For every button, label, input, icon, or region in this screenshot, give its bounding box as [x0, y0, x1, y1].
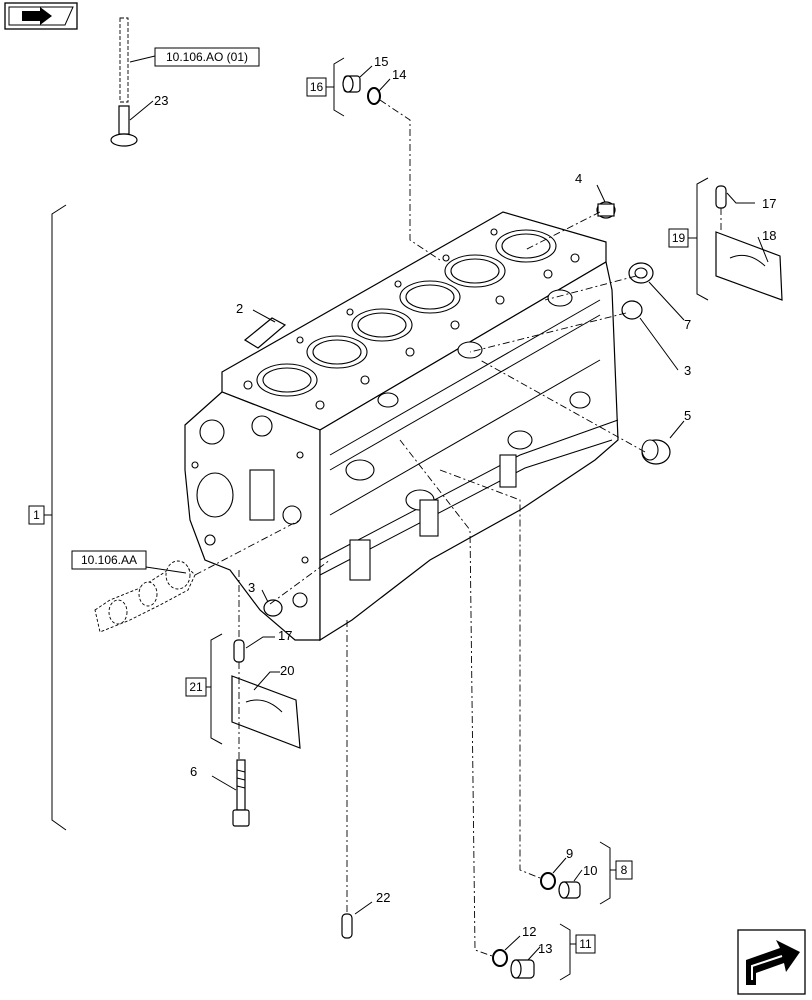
plug-3-right: [621, 300, 643, 320]
ref-box-10-106-ao[interactable]: 10.106.AO (01): [154, 47, 260, 67]
seal-ring-12: [492, 949, 508, 967]
callout-13: 13: [538, 941, 552, 956]
ref-label-crankshaft: 10.106.AA: [81, 553, 137, 567]
dowel-17-upper: [715, 185, 727, 209]
callout-15: 15: [374, 54, 388, 69]
dowel-22: [341, 913, 353, 939]
callout-12: 12: [522, 924, 536, 939]
group-label-19: 19: [672, 231, 686, 245]
plug-10: [558, 881, 581, 899]
bearing-cap-20: [231, 675, 301, 749]
dowel-17-lower: [233, 639, 245, 663]
callout-22: 22: [376, 890, 390, 905]
callout-17-lower: 17: [278, 628, 292, 643]
group-label-16: 16: [310, 80, 324, 94]
callout-18: 18: [762, 228, 776, 243]
group-label-1: 1: [33, 508, 40, 522]
callout-23: 23: [154, 93, 168, 108]
callout-20: 20: [280, 663, 294, 678]
brackets: [44, 57, 709, 981]
bearing-cap-18: [715, 231, 783, 301]
group-box-8[interactable]: 8: [615, 860, 633, 880]
ref-label-top-pipe: 10.106.AO (01): [166, 50, 248, 64]
callout-17-upper: 17: [762, 196, 776, 211]
ref-box-10-106-aa[interactable]: 10.106.AA: [71, 550, 147, 570]
callout-2: 2: [236, 301, 243, 316]
callout-7: 7: [684, 317, 691, 332]
leader-lines: [129, 55, 769, 961]
book-arrow-icon[interactable]: [4, 2, 78, 30]
callout-10: 10: [583, 863, 597, 878]
callout-14: 14: [392, 67, 406, 82]
plug-5: [641, 439, 671, 465]
callout-3-right: 3: [684, 363, 691, 378]
callout-4: 4: [575, 171, 582, 186]
group-box-11[interactable]: 11: [575, 934, 596, 954]
callout-numbers: 23 15 14 4 17 18 2 7 3 5 3 17 20 6 22 9 …: [154, 54, 776, 956]
oil-pipe-23: [110, 17, 138, 147]
plug-15: [342, 75, 361, 93]
bushing-7: [628, 262, 654, 284]
seal-ring-9: [540, 872, 556, 890]
group-label-8: 8: [621, 863, 628, 877]
plug-13: [510, 959, 535, 979]
group-label-11: 11: [579, 937, 592, 951]
group-box-16[interactable]: 16: [306, 77, 327, 97]
group-box-1[interactable]: 1: [28, 505, 45, 525]
bolt-6: [232, 759, 250, 827]
callout-9: 9: [566, 846, 573, 861]
group-box-19[interactable]: 19: [668, 228, 689, 248]
plug-3-left: [263, 599, 283, 617]
seal-ring-14: [367, 87, 381, 105]
alignment-lines: [194, 99, 722, 957]
next-page-arrow-icon[interactable]: [737, 929, 806, 995]
callout-3-left: 3: [248, 580, 255, 595]
plug-4: [596, 201, 616, 219]
cylinder-block: [184, 211, 619, 642]
callout-5: 5: [684, 408, 691, 423]
group-label-21: 21: [189, 680, 203, 694]
callout-6: 6: [190, 764, 197, 779]
group-box-21[interactable]: 21: [185, 677, 207, 697]
